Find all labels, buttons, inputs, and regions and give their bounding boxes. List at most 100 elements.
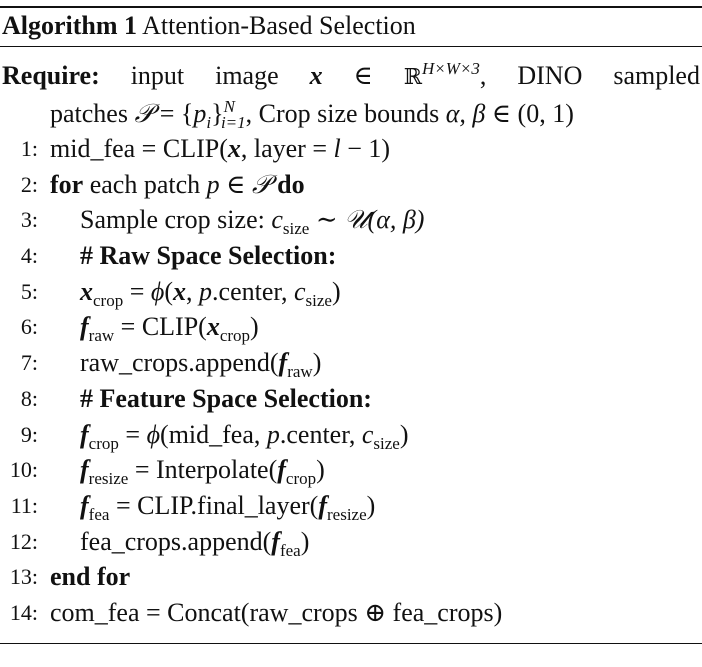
line-code: ffea = CLIP.final_layer(fresize) — [80, 488, 375, 524]
line-code: fcrop = ϕ(mid_fea, p.center, csize) — [80, 417, 409, 453]
code-text: ) — [399, 419, 409, 449]
line-code: for each patch p ∈ 𝒫 do — [50, 167, 305, 204]
keyword-do: do — [270, 169, 305, 199]
subscript: size — [282, 219, 310, 239]
algorithm-lines: 1: mid_fea = CLIP(x, layer = l − 1) 2: f… — [0, 131, 702, 631]
code-text: raw_crops.append( — [80, 348, 279, 378]
line-number: 7: — [20, 350, 38, 376]
code-text: .center, — [212, 276, 294, 306]
var-phi: ϕ — [150, 276, 165, 306]
var-U: 𝒰 — [344, 205, 368, 236]
require-eq: = { — [153, 99, 194, 128]
algorithm-line-12: 12: fea_crops.append(ffea) — [0, 524, 702, 560]
keyword-end-for: end for — [50, 562, 131, 592]
line-number: 8: — [20, 385, 38, 411]
code-text: Sample crop size: — [80, 205, 272, 235]
code-text: ( — [164, 276, 174, 306]
code-args: (α, β) — [367, 205, 425, 235]
subscript: crop — [88, 433, 119, 453]
line-code: fraw = CLIP(xcrop) — [80, 309, 259, 345]
var-f: f — [80, 419, 89, 449]
require-word-input: input — [130, 61, 185, 90]
subscript: fea — [279, 540, 301, 560]
algorithm-line-5: 5: xcrop = ϕ(x, p.center, csize) — [0, 274, 702, 310]
code-text: = CLIP.final_layer( — [109, 490, 319, 520]
code-text: ) — [300, 526, 310, 556]
algorithm-label: Algorithm 1 — [2, 11, 138, 40]
require-block: Require: input image x ∈ ℝH×W×3, DINO sa… — [2, 58, 700, 132]
bottom-rule — [0, 643, 702, 644]
algorithm-line-9: 9: fcrop = ϕ(mid_fea, p.center, csize) — [0, 417, 702, 453]
line-number: 3: — [20, 207, 38, 233]
var-P: 𝒫 — [251, 169, 271, 200]
var-f: f — [80, 312, 89, 342]
line-code: xcrop = ϕ(x, p.center, csize) — [80, 274, 341, 310]
var-l: l — [333, 134, 341, 163]
require-close: } — [211, 99, 224, 128]
require-word-patches: patches — [50, 99, 128, 128]
code-text: (mid_fea, — [160, 419, 267, 449]
algorithm-line-4: 4: # Raw Space Selection: — [0, 238, 702, 274]
subscript: size — [305, 290, 332, 310]
algorithm-line-2: 2: for each patch p ∈ 𝒫 do — [0, 167, 702, 203]
require-irange: i=1 — [220, 113, 246, 132]
subscript: size — [373, 433, 400, 453]
line-number: 2: — [20, 171, 38, 197]
algorithm-line-3: 3: Sample crop size: csize ∼ 𝒰(α, β) — [0, 202, 702, 238]
var-x: x — [80, 276, 93, 306]
require-pi: p — [193, 99, 207, 128]
code-text: each patch — [83, 169, 207, 199]
require-bounds-text: , Crop size bounds — [245, 99, 446, 128]
var-f: f — [278, 348, 288, 378]
var-x: x — [227, 134, 241, 163]
require-x: x — [309, 61, 323, 90]
line-code: fea_crops.append(ffea) — [80, 524, 309, 560]
require-line-2: patches 𝒫 = {pi}Ni=1, Crop size bounds α… — [2, 96, 700, 132]
subscript: crop — [285, 469, 317, 489]
line-code: com_fea = Concat(raw_crops ⊕ fea_crops) — [50, 597, 503, 627]
code-text: , layer = — [240, 134, 334, 163]
require-in: ∈ — [353, 61, 373, 90]
var-f: f — [318, 490, 327, 520]
require-comma: , — [479, 61, 487, 90]
line-number: 10: — [9, 457, 38, 483]
var-c: c — [271, 205, 283, 235]
subscript: resize — [88, 469, 129, 489]
var-c: c — [361, 419, 374, 449]
code-text: ) — [331, 276, 341, 306]
algorithm-line-1: 1: mid_fea = CLIP(x, layer = l − 1) — [0, 131, 702, 167]
line-number: 12: — [9, 528, 38, 554]
code-text: = Interpolate( — [128, 455, 278, 485]
var-x: x — [206, 312, 220, 342]
line-code: raw_crops.append(fraw) — [80, 345, 321, 381]
line-comment: # Raw Space Selection: — [80, 241, 337, 271]
line-number: 1: — [20, 136, 38, 161]
line-code: Sample crop size: csize ∼ 𝒰(α, β) — [80, 202, 424, 239]
require-P: 𝒫 — [134, 99, 154, 129]
algorithm-line-13: 13: end for — [0, 559, 702, 595]
require-space: ℝH×W×3, — [404, 58, 487, 96]
algorithm-line-11: 11: ffea = CLIP.final_layer(fresize) — [0, 488, 702, 524]
var-f: f — [277, 455, 286, 485]
code-text: ) — [312, 348, 322, 378]
code-text: ) — [250, 312, 259, 342]
require-N: N — [223, 97, 235, 116]
code-text: = CLIP( — [114, 312, 207, 342]
code-text: , — [186, 276, 200, 306]
algorithm-line-6: 6: fraw = CLIP(xcrop) — [0, 309, 702, 345]
subscript: resize — [327, 504, 367, 524]
line-code: fresize = Interpolate(fcrop) — [80, 452, 325, 488]
subscript: crop — [219, 326, 251, 346]
require-dims: H×W×3 — [422, 59, 480, 78]
code-text: = — [118, 419, 147, 449]
var-p: p — [266, 419, 280, 449]
var-c: c — [294, 276, 306, 306]
var-p: p — [199, 276, 213, 306]
algorithm-line-8: 8: # Feature Space Selection: — [0, 381, 702, 417]
subscript: crop — [93, 290, 124, 310]
code-text: ) — [316, 455, 325, 485]
subscript: raw — [287, 362, 313, 382]
line-code: mid_fea = CLIP(x, layer = l − 1) — [50, 131, 390, 167]
keyword-for: for — [50, 169, 84, 199]
require-i: i — [206, 113, 212, 132]
